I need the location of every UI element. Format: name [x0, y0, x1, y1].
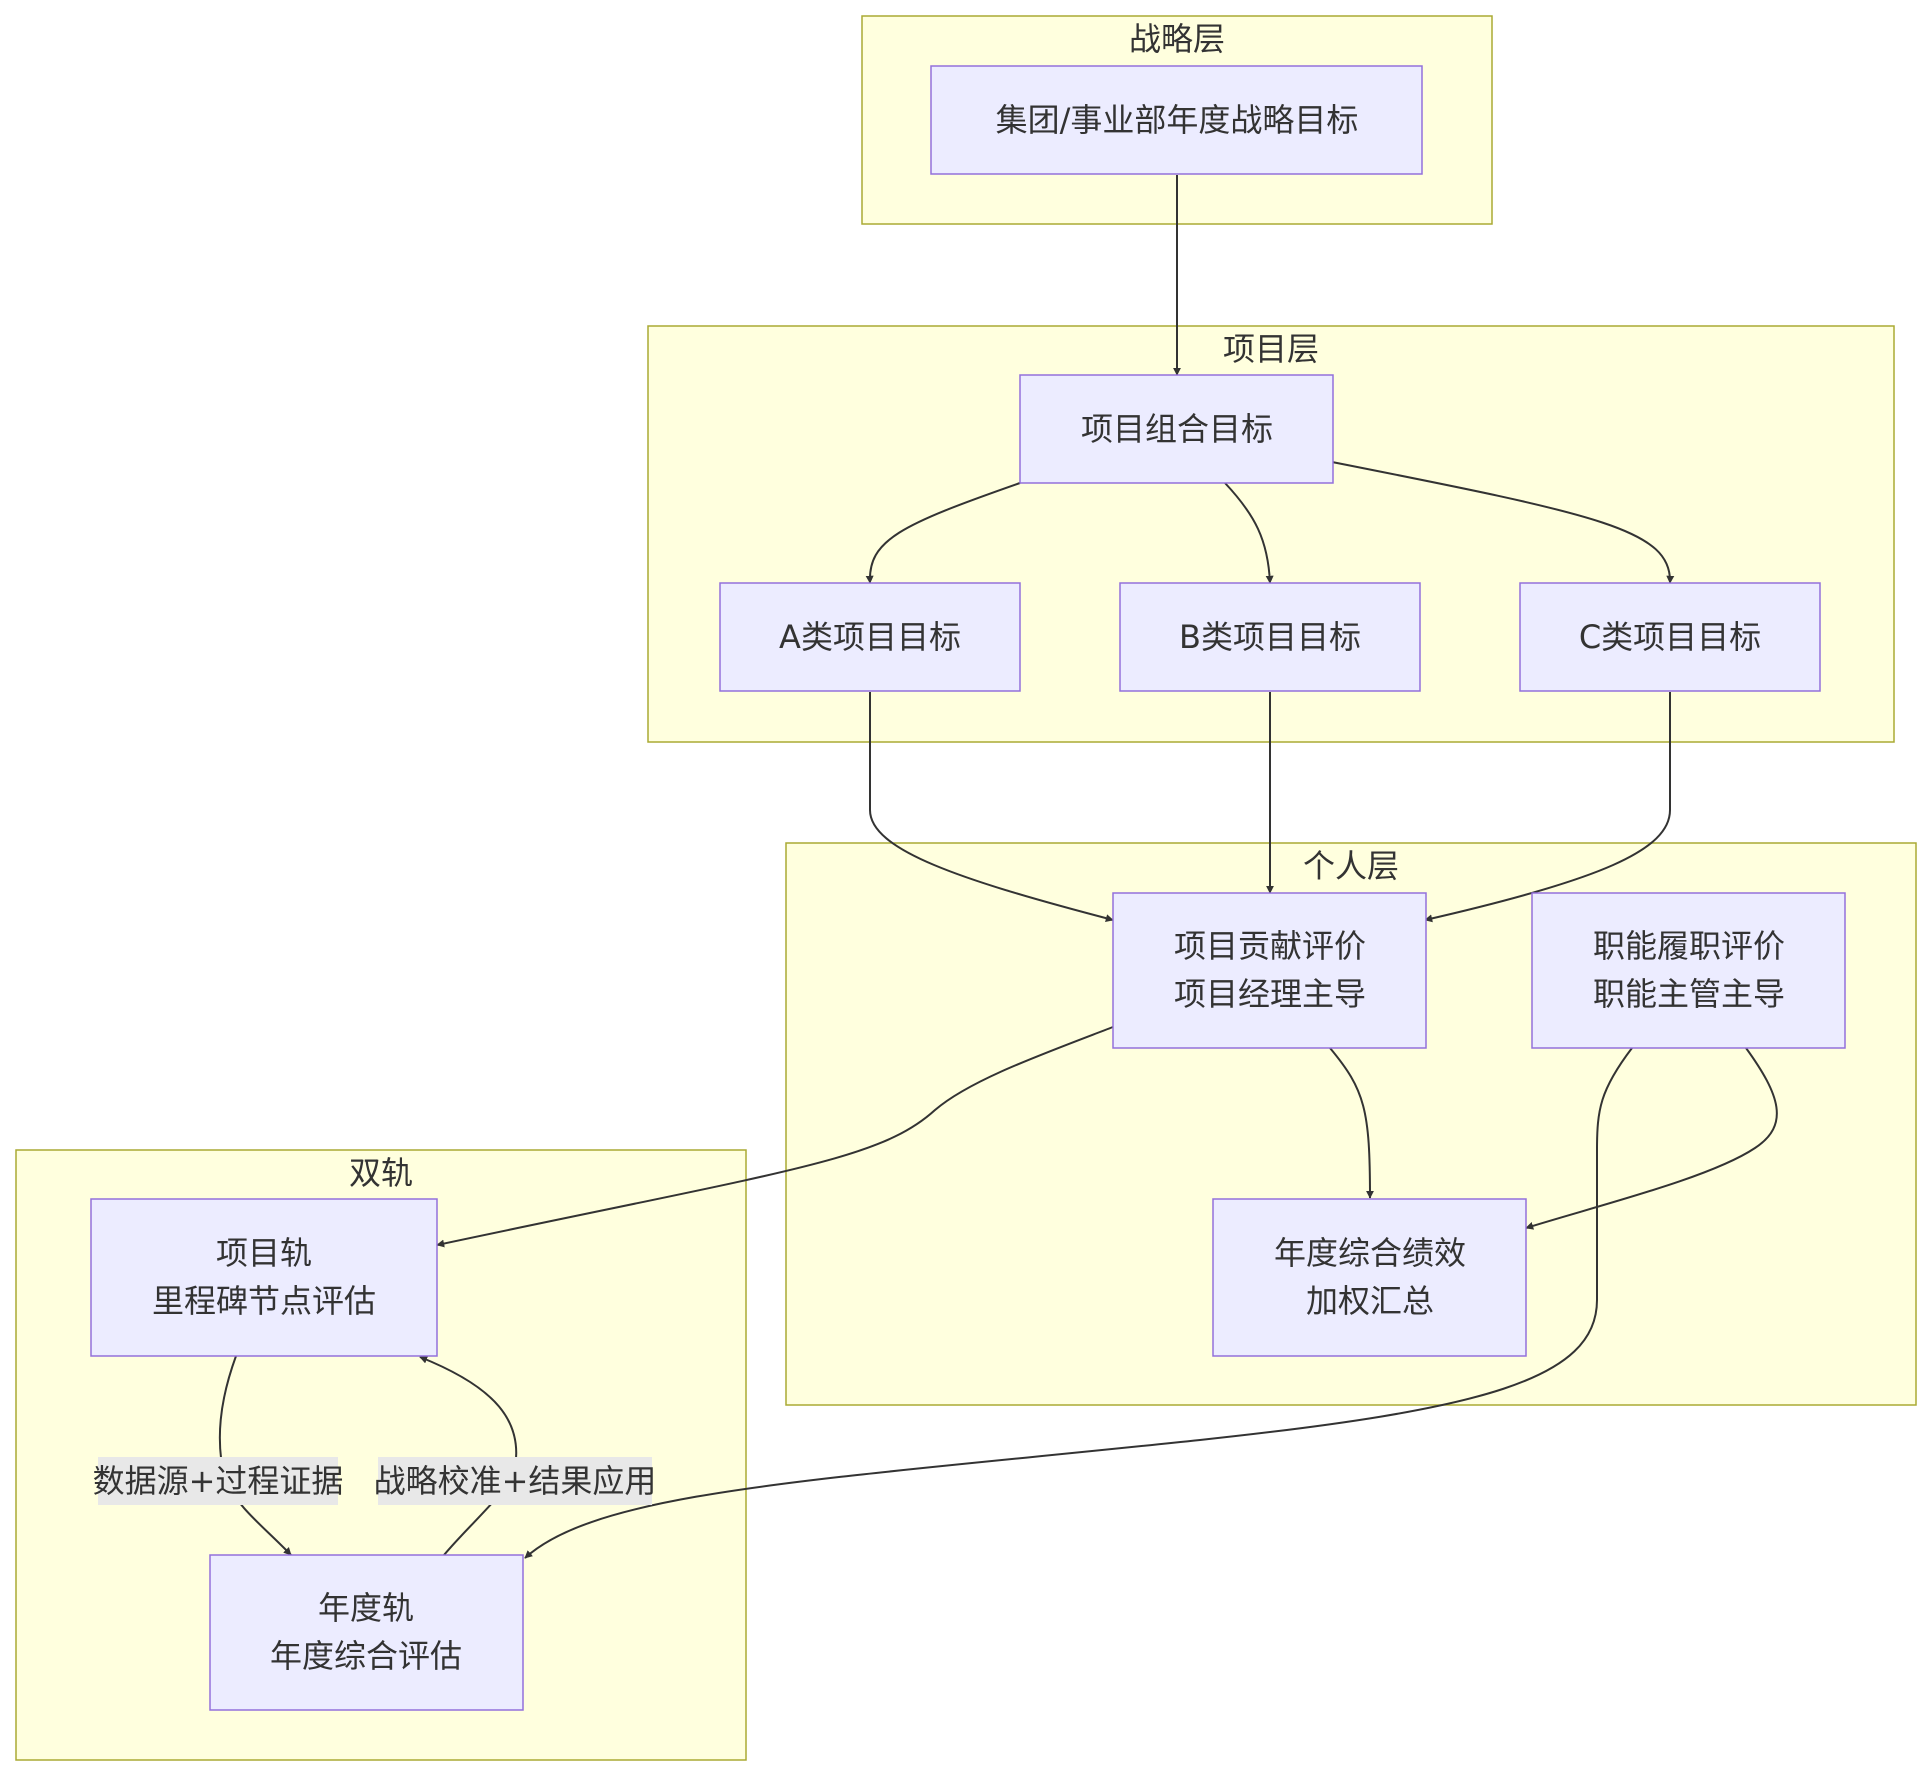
- node-annual-track-text: 年度轨年度综合评估: [270, 1589, 462, 1675]
- node-b-project-goal: B类项目目标: [1119, 582, 1421, 692]
- edge-label-calibration-text: 战略校准+结果应用: [374, 1462, 657, 1500]
- cluster-title-project: 项目层: [1223, 330, 1319, 368]
- node-project-contribution-eval: 项目贡献评价项目经理主导: [1112, 892, 1427, 1049]
- edge-portfolio-to-c: [1331, 461, 1675, 584]
- node-annual-performance: 年度综合绩效加权汇总: [1212, 1198, 1527, 1357]
- node-label-line: 年度综合绩效: [1274, 1234, 1466, 1272]
- node-annual-performance-text: 年度综合绩效加权汇总: [1274, 1234, 1466, 1320]
- node-group-strategy-goal: 集团/事业部年度战略目标: [930, 65, 1423, 175]
- edge-label-data-source: 数据源+过程证据: [93, 1457, 344, 1505]
- edge-label-data-source-text: 数据源+过程证据: [93, 1462, 344, 1500]
- edge-a-to-contribution: [869, 692, 1114, 923]
- node-function-duty-eval-text: 职能履职评价职能主管主导: [1593, 927, 1785, 1013]
- edge-function-to-annual-perf: [1525, 1047, 1778, 1230]
- node-label-line: 年度综合评估: [270, 1637, 462, 1675]
- node-b-project-goal-text: B类项目目标: [1179, 618, 1361, 656]
- node-project-track-text: 项目轨里程碑节点评估: [152, 1234, 376, 1320]
- node-portfolio-goal-text: 项目组合目标: [1081, 410, 1273, 448]
- node-label-line: 加权汇总: [1306, 1282, 1434, 1320]
- node-label-line: 职能主管主导: [1593, 975, 1785, 1013]
- node-project-contribution-eval-text: 项目贡献评价项目经理主导: [1174, 927, 1366, 1013]
- edge-portfolio-to-b: [1224, 482, 1274, 584]
- node-c-project-goal: C类项目目标: [1519, 582, 1821, 692]
- node-label-line: 项目贡献评价: [1174, 927, 1366, 965]
- edge-function-to-annual-track: [524, 1047, 1633, 1559]
- edge-contribution-to-project-track: [436, 1026, 1114, 1248]
- cluster-title-personal: 个人层: [1303, 847, 1399, 885]
- node-label-line: 集团/事业部年度战略目标: [996, 101, 1359, 139]
- node-label-line: 里程碑节点评估: [152, 1282, 376, 1320]
- node-label-line: 项目组合目标: [1081, 410, 1273, 448]
- node-group-strategy-goal-text: 集团/事业部年度战略目标: [996, 101, 1359, 139]
- node-label-line: 年度轨: [318, 1589, 414, 1627]
- node-c-project-goal-text: C类项目目标: [1579, 618, 1761, 656]
- node-label-line: B类项目目标: [1179, 618, 1361, 656]
- node-a-project-goal: A类项目目标: [719, 582, 1021, 692]
- node-label-line: A类项目目标: [779, 618, 961, 656]
- node-a-project-goal-text: A类项目目标: [779, 618, 961, 656]
- edge-contribution-to-annual-perf: [1329, 1047, 1374, 1199]
- node-label-line: 项目经理主导: [1174, 975, 1366, 1013]
- node-label-line: 职能履职评价: [1593, 927, 1785, 965]
- edge-c-to-contribution: [1424, 692, 1671, 923]
- edge-portfolio-to-a: [865, 482, 1021, 584]
- node-label-line: C类项目目标: [1579, 618, 1761, 656]
- node-label-line: 项目轨: [216, 1234, 312, 1272]
- node-annual-track: 年度轨年度综合评估: [209, 1554, 524, 1711]
- cluster-title-dual: 双轨: [349, 1154, 413, 1192]
- cluster-title-strategy: 战略层: [1129, 20, 1225, 58]
- node-function-duty-eval: 职能履职评价职能主管主导: [1531, 892, 1846, 1049]
- edge-label-calibration: 战略校准+结果应用: [374, 1457, 657, 1505]
- node-project-track: 项目轨里程碑节点评估: [90, 1198, 438, 1357]
- node-portfolio-goal: 项目组合目标: [1019, 374, 1334, 484]
